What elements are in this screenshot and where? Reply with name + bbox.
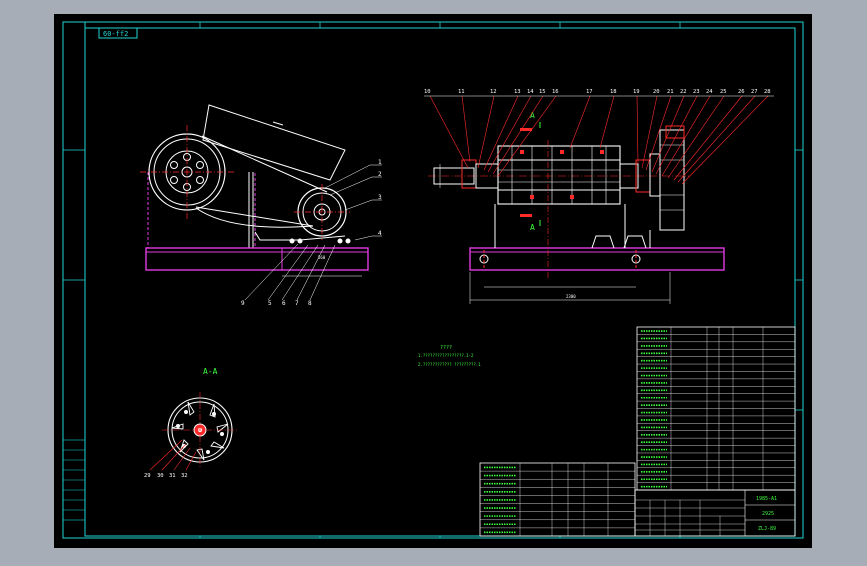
section-view-aa[interactable]: A-A 29 30 31 32 [144, 367, 238, 479]
zone-ticks [63, 22, 803, 538]
svg-text:560: 560 [318, 255, 326, 260]
callout-14: 14 [527, 89, 534, 95]
technical-notes: ???? 1.?????????????????.1-2 2.?????????… [418, 345, 481, 367]
callout-30: 30 [157, 473, 164, 479]
callout-7: 7 [295, 300, 299, 307]
parts-list-right[interactable] [636, 326, 796, 491]
notes-title: ???? [440, 345, 452, 351]
callout-25: 25 [720, 89, 727, 95]
title-code: 2925 [762, 511, 774, 517]
callout-26: 26 [738, 89, 745, 95]
callout-15: 15 [539, 89, 546, 95]
callout-20: 20 [653, 89, 660, 95]
callout-3: 3 [378, 194, 382, 201]
callout-22: 22 [680, 89, 687, 95]
callout-12: 12 [490, 89, 497, 95]
callout-28: 28 [764, 89, 771, 95]
callout-17: 17 [586, 89, 593, 95]
callout-4: 4 [378, 230, 382, 237]
callout-32: 32 [181, 473, 188, 479]
callout-8: 8 [308, 300, 312, 307]
top-view[interactable]: 2300 A A 10 [424, 89, 774, 304]
callout-13: 13 [514, 89, 521, 95]
callout-27: 27 [751, 89, 758, 95]
title-name: 1985-A1 [756, 496, 777, 502]
top-base-frame [469, 247, 725, 271]
code-tag-box [98, 27, 138, 39]
callout-16: 16 [552, 89, 559, 95]
callout-11: 11 [458, 89, 465, 95]
belt-guard [202, 104, 346, 181]
callout-10: 10 [424, 89, 431, 95]
title-block[interactable]: 1985-A1 2925 ZLJ-89 [634, 489, 796, 537]
section-mark-bottom: A [530, 223, 535, 232]
callout-31: 31 [169, 473, 176, 479]
callout-24: 24 [706, 89, 713, 95]
callout-9: 9 [241, 300, 245, 307]
motor [659, 129, 685, 231]
callout-21: 21 [667, 89, 674, 95]
callout-5: 5 [268, 300, 272, 307]
side-revision-block [62, 439, 86, 521]
callout-1: 1 [378, 159, 382, 166]
notes-line-2: 2.???????????? ?????????.1 [418, 362, 481, 367]
section-mark-top: A [530, 111, 535, 120]
front-view[interactable]: 560 1 2 3 4 5 6 7 8 9 [140, 104, 382, 307]
notes-line-1: 1.?????????????????.1-2 [418, 353, 474, 358]
callout-29: 29 [144, 473, 151, 479]
section-label: A-A [203, 367, 218, 376]
callout-19: 19 [633, 89, 640, 95]
callout-6: 6 [282, 300, 286, 307]
parts-list-left[interactable] [479, 462, 636, 537]
callout-18: 18 [610, 89, 617, 95]
code-tag: 60-ff2 [103, 30, 128, 38]
sheet-background [54, 14, 812, 548]
title-drawing-no: ZLJ-89 [758, 526, 776, 532]
svg-text:2300: 2300 [566, 294, 576, 299]
callout-2: 2 [378, 171, 382, 178]
callout-23: 23 [693, 89, 700, 95]
